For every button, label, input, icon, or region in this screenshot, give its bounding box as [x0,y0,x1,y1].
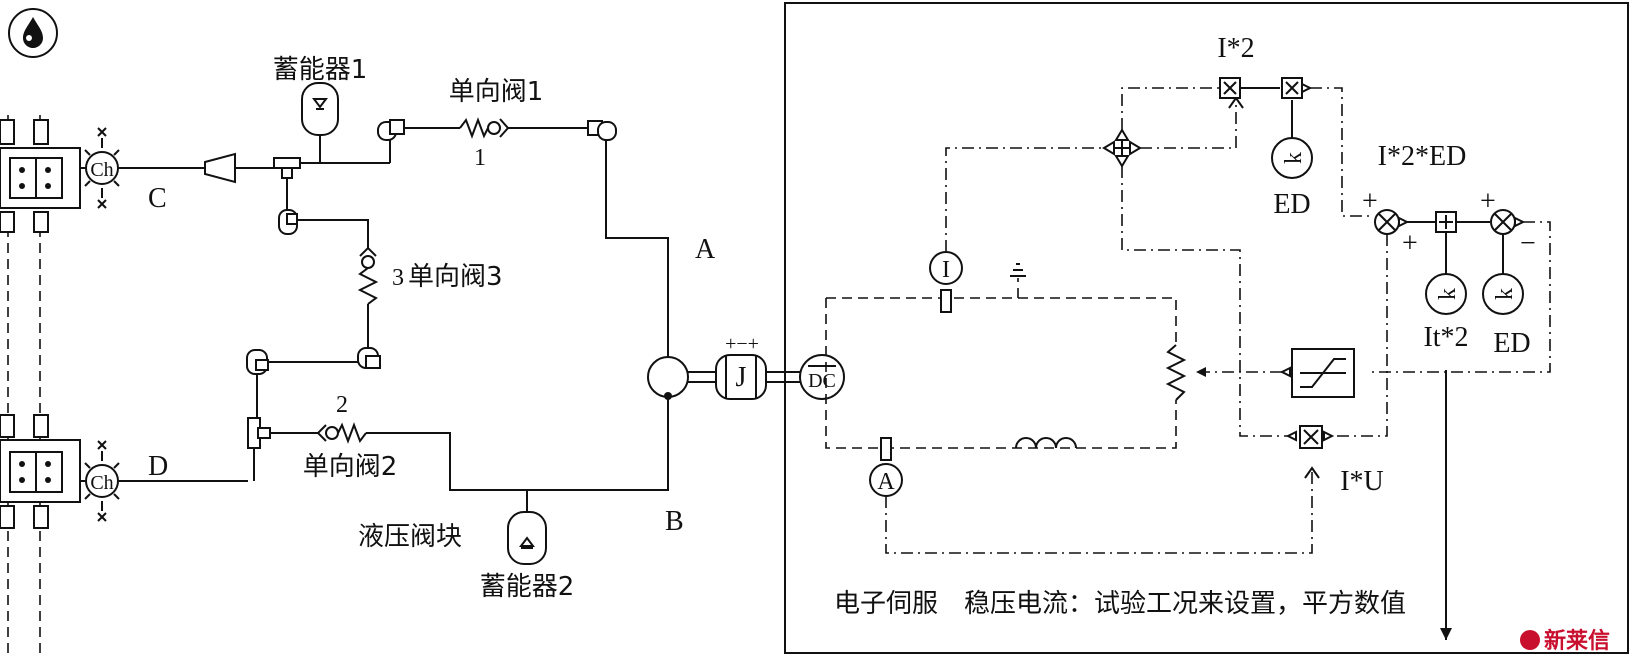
current-sensor: I [929,147,1104,313]
port-d-label: D [148,451,168,482]
multiplier-iu: I*U [1285,425,1384,497]
line-d [118,349,358,482]
actuator-top [0,115,81,657]
saturation-block [1196,348,1355,398]
ed-right-label: ED [1493,328,1530,359]
watermark: 新莱信 [1520,628,1610,654]
i2-ed-label: I*2*ED [1378,141,1467,172]
chamber-bottom: Ch [80,440,120,522]
accumulator-1-label: 蓄能器1 [273,55,368,85]
check-valve-3-number: 3 [392,265,404,291]
sum2-plus: + [1480,186,1496,217]
accumulator-2-label: 蓄能器2 [480,572,575,602]
chamber-top-label: Ch [90,159,113,181]
gain-ed-top-symbol: k [1281,152,1307,164]
gain-it2-symbol: k [1435,288,1461,300]
sum2-minus: − [1520,228,1536,259]
watermark-text: 新莱信 [1544,628,1610,654]
current-sensor-label: I [942,257,950,283]
dc-motor-label: DC [808,370,836,392]
motor-polarity: +−+ [725,333,759,355]
check-valve-1: 单向阀1 1 [377,77,617,171]
signal-splitter [1102,87,1298,437]
inertia-label: J [736,362,747,393]
check-valve-2-number: 2 [336,392,348,418]
gain-ed-right: k ED [1482,234,1531,359]
accumulator-1: 蓄能器1 [273,55,368,136]
armature-circuit [825,263,1187,449]
accumulator-2: 蓄能器2 液压阀块 B [358,490,684,602]
check-valve-1-label: 单向阀1 [449,77,544,107]
i-squared-label: I*2 [1217,33,1254,64]
check-valve-2-label: 单向阀2 [303,452,398,482]
multiplier-i2: I*2 I*2*ED [1217,33,1467,217]
gain-ed-right-symbol: k [1492,288,1518,300]
ammeter: A [869,437,1320,554]
line-a: A [605,140,716,358]
servo-frame [784,2,1629,654]
check-valve-1-number: 1 [474,145,486,171]
valve-block-label: 液压阀块 [358,522,462,552]
actuator-bottom [0,414,81,529]
chamber-top: Ch [80,127,120,209]
gain-it2: k It*2 [1423,232,1469,640]
ammeter-label: A [877,469,895,495]
sum1-plus-top: + [1362,186,1378,217]
port-a-label: A [695,234,716,265]
port-c-label: C [148,183,167,214]
hydraulic-droplet-icon [8,8,58,58]
check-valve-3-label: 单向阀3 [408,262,503,292]
iu-label: I*U [1340,466,1384,497]
summing-chain: + + + − [1324,186,1551,437]
check-valve-2: 2 单向阀2 [303,392,669,491]
ed-top-label: ED [1273,189,1310,220]
servo-caption: 电子伺服 稳压电流：试验工况来设置，平方数值 [834,589,1406,619]
check-valve-3: 3 单向阀3 [278,209,503,369]
gain-ed-top: k ED [1271,100,1313,220]
port-b-label: B [665,506,684,537]
it2-label: It*2 [1423,322,1468,353]
chamber-bottom-label: Ch [90,472,113,494]
sum1-plus-bottom: + [1402,228,1418,259]
line-c [118,133,391,210]
pump-motor-assembly: J +−+ DC [647,333,845,400]
